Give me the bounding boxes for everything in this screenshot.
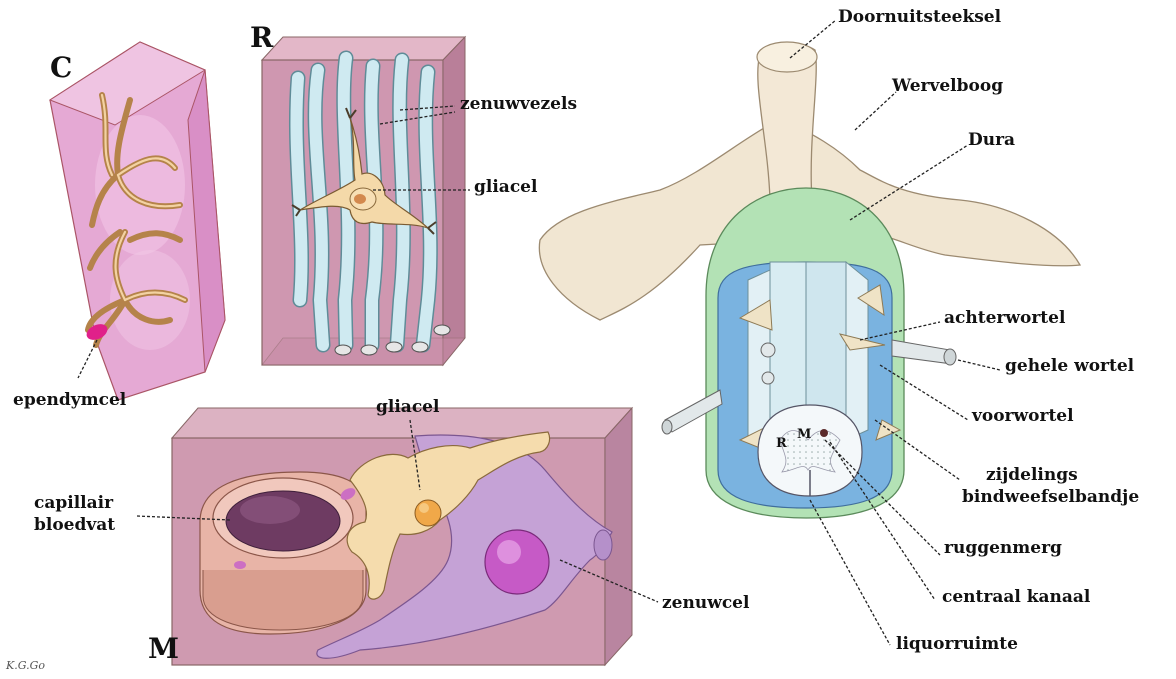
panel-c-letter: C [50,52,72,84]
label-gliacel-r: gliacel [474,178,537,198]
label-zenuwvezels: zenuwvezels [460,95,577,115]
label-wervelboog: Wervelboog [892,77,1003,97]
label-gehele-wortel: gehele wortel [1005,357,1134,377]
label-voorwortel: voorwortel [972,407,1074,427]
panel-m-letter: M [148,633,179,665]
artist-signature: K.G.Go [6,660,45,673]
label-capillair: capillair [34,494,113,514]
panel-m-block [137,408,658,665]
cord-label-m: M [797,428,811,443]
label-zenuwcel: zenuwcel [662,594,749,614]
label-dura: Dura [968,131,1015,151]
label-centraal-kanaal: centraal kanaal [942,588,1090,608]
label-achterwortel: achterwortel [944,309,1065,329]
label-zijdelings: zijdelings [986,466,1078,486]
label-ependymcel: ependymcel [13,391,126,411]
label-bindweefselbandje: bindweefselbandje [962,488,1139,508]
panel-r-letter: R [250,22,273,54]
panel-c-block [50,42,225,400]
cord-label-r: R [776,437,787,452]
label-gliacel-m: gliacel [376,398,439,418]
label-bloedvat: bloedvat [34,516,115,536]
label-doornuitsteeksel: Doornuitsteeksel [838,8,1001,28]
panel-r-block [262,37,470,365]
label-ruggenmerg: ruggenmerg [944,539,1062,559]
label-liquorruimte: liquorruimte [896,635,1018,655]
